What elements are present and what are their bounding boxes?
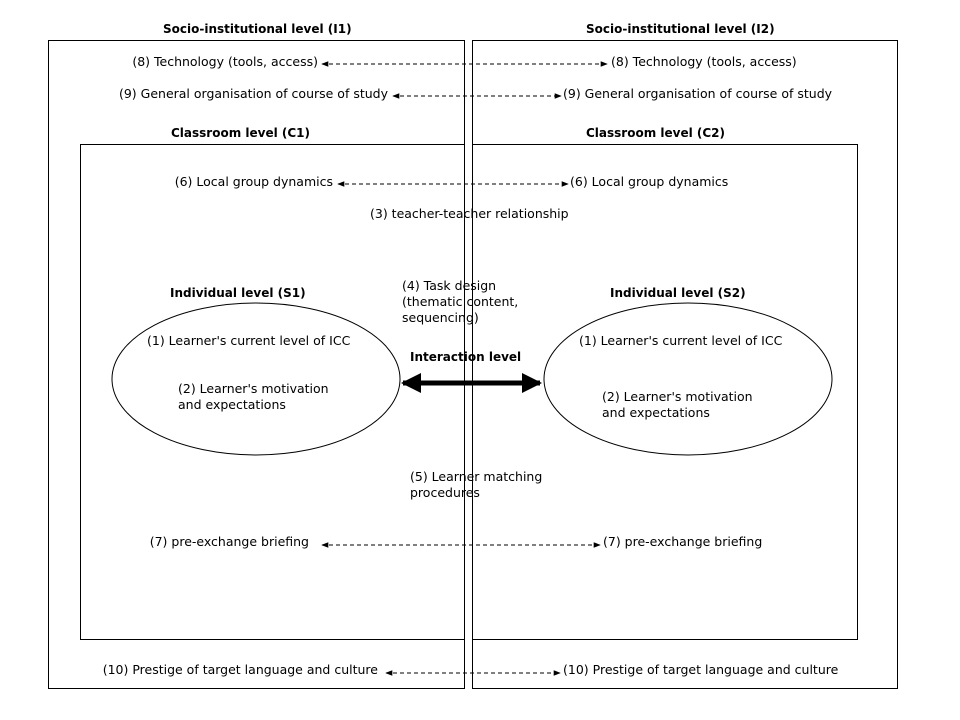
factor-task-design: (4) Task design (thematic content, seque… xyxy=(402,278,519,325)
factor-prestige-right: (10) Prestige of target language and cul… xyxy=(563,662,839,677)
factor-briefing-left: (7) pre-exchange briefing xyxy=(149,534,309,549)
factor-motivation-right: (2) Learner's motivation and expectation… xyxy=(602,389,753,420)
factor-motivation-left: (2) Learner's motivation and expectation… xyxy=(178,381,329,412)
heading-individual-1: Individual level (S1) xyxy=(170,286,306,300)
factor-briefing-right: (7) pre-exchange briefing xyxy=(603,534,763,549)
heading-interaction: Interaction level xyxy=(410,350,522,364)
factor-group-dynamics-left: (6) Local group dynamics xyxy=(174,174,333,189)
heading-classroom-1: Classroom level (C1) xyxy=(171,126,311,140)
factor-group-dynamics-right: (6) Local group dynamics xyxy=(570,174,729,189)
heading-socio-institutional-2: Socio-institutional level (I2) xyxy=(586,22,775,36)
factor-prestige-left: (10) Prestige of target language and cul… xyxy=(102,662,378,677)
factor-technology-left: (8) Technology (tools, access) xyxy=(132,54,318,69)
individual-ellipse-2 xyxy=(543,302,833,456)
heading-classroom-2: Classroom level (C2) xyxy=(586,126,726,140)
factor-learner-matching: (5) Learner matching procedures xyxy=(410,469,543,500)
individual-ellipse-1 xyxy=(111,302,401,456)
factor-organisation-right: (9) General organisation of course of st… xyxy=(563,86,833,101)
factor-icc-right: (1) Learner's current level of ICC xyxy=(579,333,783,348)
factor-teacher-relationship: (3) teacher-teacher relationship xyxy=(370,206,569,221)
factor-icc-left: (1) Learner's current level of ICC xyxy=(147,333,351,348)
heading-individual-2: Individual level (S2) xyxy=(610,286,746,300)
heading-socio-institutional-1: Socio-institutional level (I1) xyxy=(163,22,352,36)
factor-technology-right: (8) Technology (tools, access) xyxy=(611,54,797,69)
factor-organisation-left: (9) General organisation of course of st… xyxy=(118,86,388,101)
